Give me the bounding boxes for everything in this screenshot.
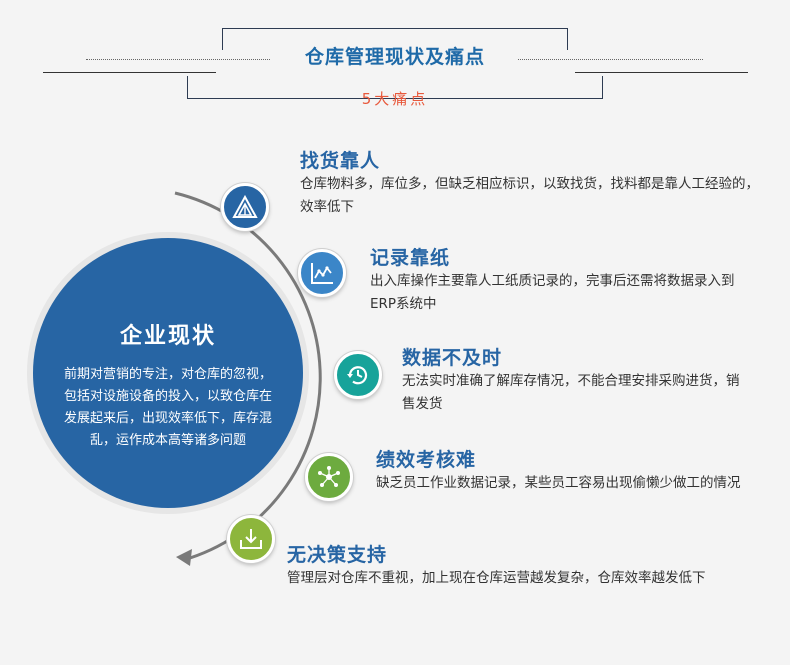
node-3: [334, 351, 382, 399]
header-right-bracket: [567, 28, 568, 50]
header-left-bracket: [222, 28, 223, 50]
item-3-desc: 无法实时准确了解库存情况，不能合理安排采购进货，销售发货: [402, 373, 740, 412]
item-1-title: 找货靠人: [300, 150, 381, 172]
triangle-icon: [232, 194, 258, 218]
item-4-desc: 缺乏员工作业数据记录，某些员工容易出现偷懒少做工的情况: [376, 475, 741, 491]
page-title: 仓库管理现状及痛点: [304, 46, 485, 68]
header-left-dotted: [86, 59, 270, 61]
header-right-lower-bracket: [602, 76, 603, 98]
header-top-line: [222, 28, 568, 29]
center-title: 企业现状: [119, 324, 216, 349]
node-2: [298, 249, 346, 297]
item-2-desc: 出入库操作主要靠人工纸质记录的，完事后还需将数据录入到ERP系统中: [370, 273, 735, 312]
node-5: [227, 515, 275, 563]
network-icon: [318, 466, 340, 487]
item-2-title: 记录靠纸: [370, 247, 451, 269]
node-1: [221, 183, 269, 231]
item-1-desc: 仓库物料多，库位多，但缺乏相应标识，以致找货，找料都是靠人工经验的，效率低下: [300, 176, 759, 215]
center-text: 前期对营销的专注，对仓库的忽视，包括对设施设备的投入，以致仓库在发展起来后，出现…: [63, 367, 272, 448]
center-circle: [33, 238, 303, 508]
item-3-title: 数据不及时: [402, 347, 503, 369]
header-left-lower-bracket: [187, 76, 188, 98]
item-5-desc: 管理层对仓库不重视，加上现在仓库运营越发复杂，仓库效率越发低下: [287, 570, 706, 586]
item-4-title: 绩效考核难: [376, 449, 477, 471]
header-right-dotted: [518, 59, 703, 61]
header-left-rule: [43, 72, 216, 73]
chart-icon: [311, 263, 333, 284]
page-subtitle: 5大痛点: [361, 90, 429, 108]
header-right-rule: [575, 72, 748, 73]
header-bottom-line: [187, 98, 603, 99]
download-icon: [240, 529, 262, 549]
clock-icon: [347, 366, 368, 385]
item-5-title: 无决策支持: [287, 544, 388, 566]
node-4: [305, 453, 353, 501]
